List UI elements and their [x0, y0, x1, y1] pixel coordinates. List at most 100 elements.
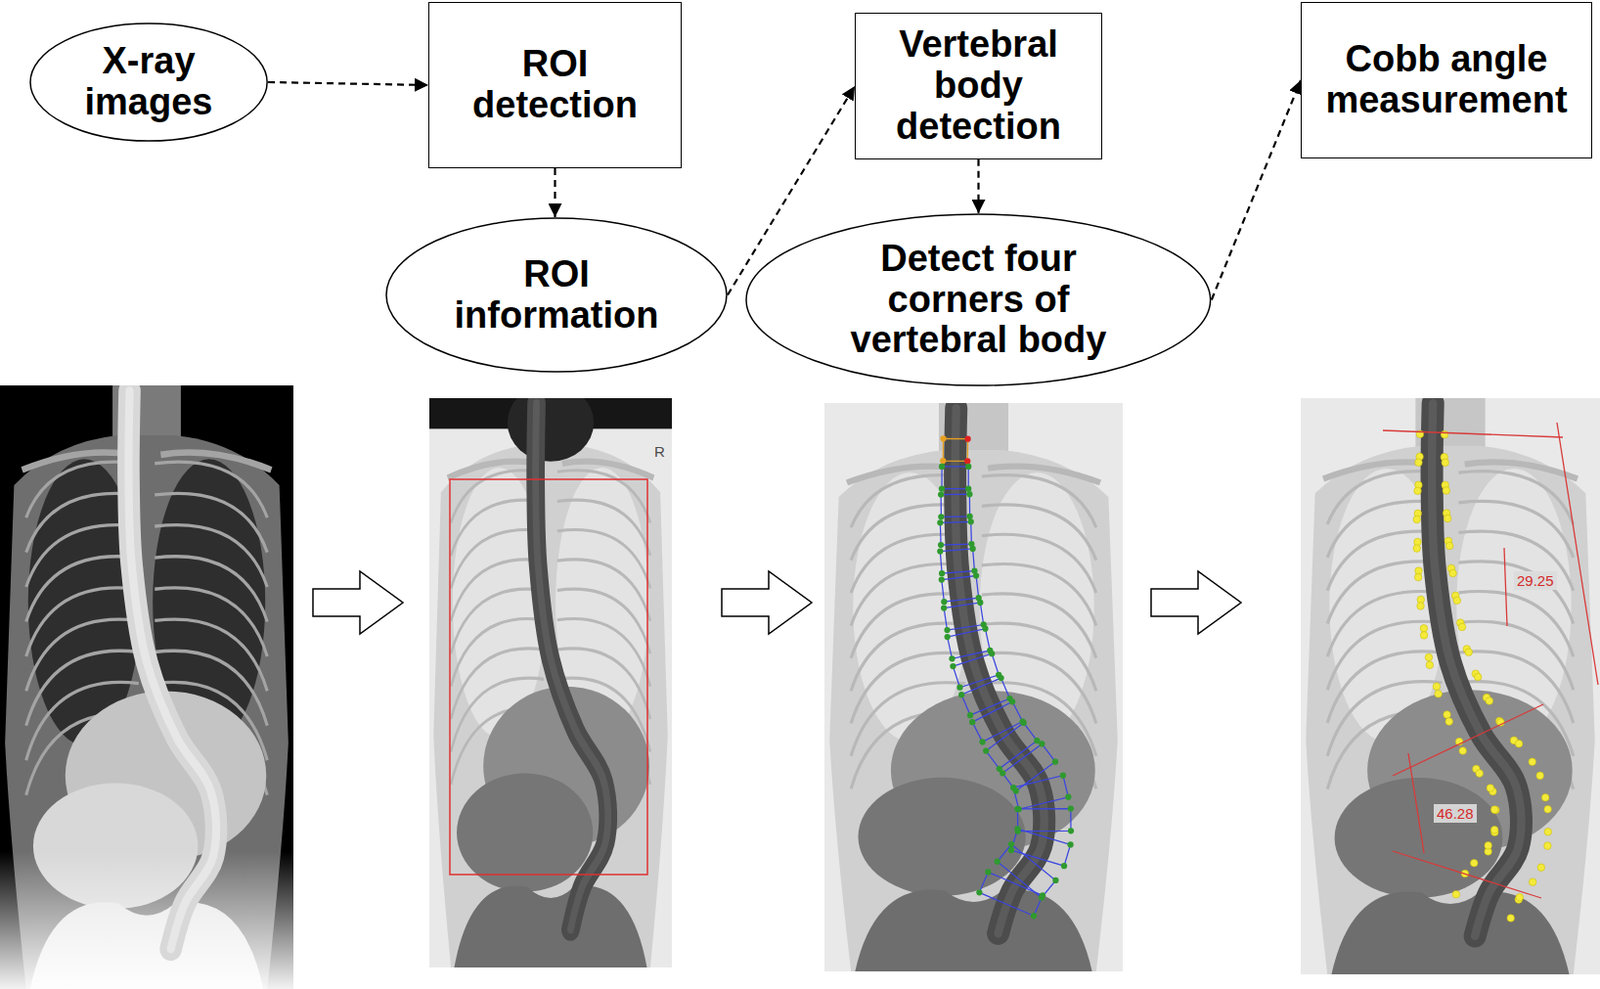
process-box: ROI detection: [428, 1, 682, 169]
clavicle: [22, 452, 134, 471]
landmark-dot: [1414, 573, 1423, 581]
vertebra-box: [985, 722, 1037, 769]
pelvis: [854, 889, 1092, 972]
corner-dot: [938, 570, 945, 577]
node-text: X-ray images: [75, 41, 223, 124]
torso: [433, 444, 668, 968]
landmark-dot: [1484, 842, 1493, 850]
corner-dot: [982, 747, 989, 754]
corner-dot: [1060, 772, 1067, 779]
landmark-dot: [1425, 661, 1434, 669]
corner-dot: [1030, 912, 1037, 919]
torso: [1305, 445, 1596, 975]
perpendicular-line: [1408, 753, 1424, 853]
vertebra-box: [1011, 828, 1071, 866]
landmark-dot: [1453, 596, 1462, 605]
spine: [955, 407, 1045, 934]
rib: [557, 499, 651, 556]
corner-dot: [967, 711, 974, 718]
rib: [1327, 591, 1442, 658]
spine-guide: [955, 407, 1045, 934]
landmark-dot: [1440, 430, 1449, 439]
spine-core: [955, 407, 1045, 934]
xray-panel: [1300, 398, 1600, 975]
landmark-dot: [1544, 842, 1553, 850]
node-text: Cobb angle measurement: [1319, 39, 1574, 122]
dashed-arrow: [267, 82, 429, 86]
corner-dot: [965, 486, 972, 492]
perpendicular-line: [1556, 422, 1599, 685]
text-wrap: ROI information: [451, 254, 663, 337]
landmark-dot: [1415, 458, 1423, 467]
corner-dot: [965, 463, 972, 470]
vertebra-box: [947, 628, 991, 660]
vertebra-box: [997, 844, 1057, 898]
fade: [0, 850, 294, 989]
vertebra-box: [942, 438, 968, 461]
pelvis: [453, 885, 647, 968]
vertebra-box: [943, 602, 984, 630]
corner-dot: [936, 519, 943, 526]
landmark-dot: [1443, 711, 1452, 719]
vertebra-box: [961, 677, 1010, 715]
hollow-arrow: [721, 571, 812, 634]
rib: [557, 588, 651, 654]
corner-dot: [1014, 805, 1021, 812]
vertebra-box: [941, 576, 979, 603]
corner-dot: [944, 633, 951, 640]
landmark-dot: [1432, 682, 1441, 691]
landmark-dot: [1452, 889, 1461, 898]
spine-core: [1431, 402, 1521, 936]
corner-dot: [984, 868, 991, 875]
data-ellipse: X-ray images: [29, 22, 268, 142]
angle-value: 29.25: [1513, 571, 1557, 590]
spine-guide: [535, 402, 609, 930]
endplate-line: [1382, 430, 1563, 438]
landmark-dot: [1475, 769, 1484, 778]
landmark-dot: [1469, 858, 1478, 867]
rib: [154, 461, 267, 518]
data-ellipse: ROI information: [385, 217, 728, 373]
landmark-dot: [1442, 487, 1451, 495]
corner-dot: [938, 486, 945, 492]
clavicle: [160, 452, 271, 471]
landmark-dot: [1458, 622, 1467, 631]
corner-dot: [981, 625, 988, 632]
xray-panels: [0, 383, 1600, 989]
landmark-dot: [1465, 648, 1473, 657]
rib: [1458, 500, 1573, 557]
corner-dot: [976, 888, 982, 895]
vertebra-box: [972, 701, 1023, 742]
rib: [1458, 471, 1573, 525]
corner-dot: [964, 457, 971, 464]
ellipse-shape: [386, 218, 727, 372]
landmark-dot: [1417, 602, 1425, 611]
landmark-dot: [1424, 653, 1433, 662]
corner-dot: [1014, 825, 1021, 832]
vertebra-box: [939, 521, 972, 545]
hollow-arrows: [312, 571, 1242, 634]
landmark-dot: [1414, 487, 1423, 495]
corner-dot: [988, 650, 995, 657]
head: [507, 398, 594, 462]
landmark-dot: [1528, 757, 1537, 766]
clavicle: [987, 466, 1101, 484]
corner-dot: [1052, 877, 1059, 884]
dashed-arrow: [1211, 80, 1301, 300]
side-marker: R: [651, 442, 668, 461]
landmark-dots: [1413, 430, 1553, 922]
roi-rectangle: [449, 479, 648, 875]
landmark-dot: [1514, 739, 1523, 748]
connectors: [267, 80, 1301, 300]
landmark-dot: [1459, 747, 1467, 756]
corner-dot: [936, 547, 943, 554]
spine-core: [128, 391, 217, 949]
node-text: ROI detection: [457, 44, 654, 127]
corner-dot: [1038, 740, 1045, 747]
vertebra-box: [1013, 775, 1068, 810]
corner-dot: [938, 463, 945, 470]
text-wrap: Vertebral body detection: [876, 24, 1082, 147]
rib: [450, 588, 544, 654]
xray-image: [1300, 398, 1600, 975]
corner-dot: [937, 490, 944, 497]
